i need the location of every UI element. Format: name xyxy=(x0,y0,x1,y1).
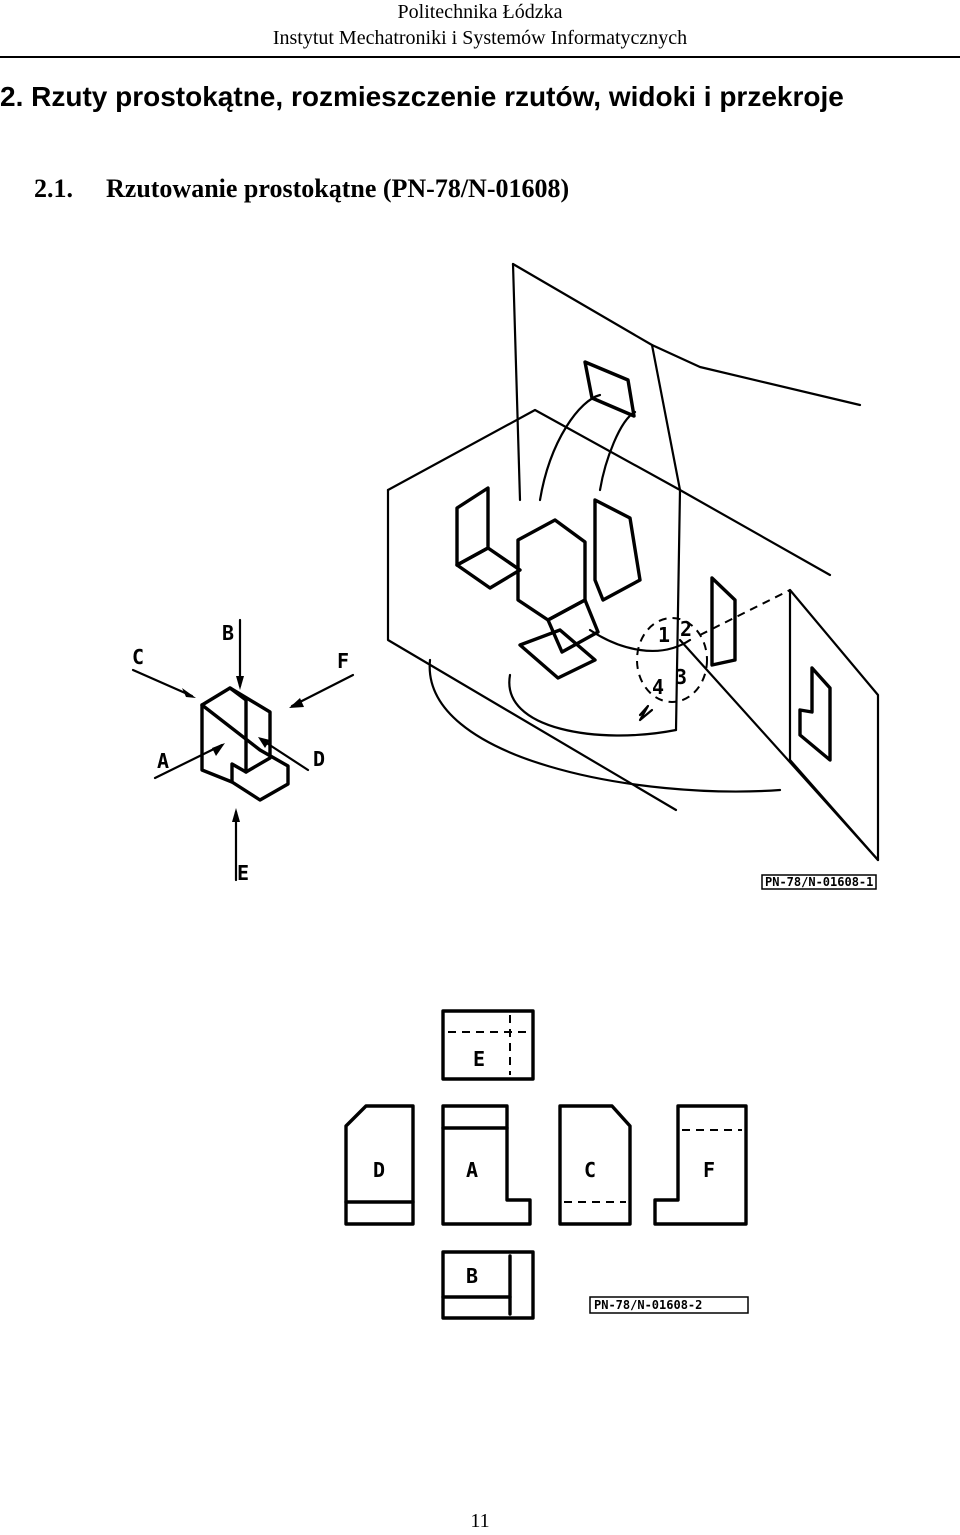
view-F xyxy=(653,1104,748,1226)
object-bottom-projection xyxy=(518,628,597,680)
break-mark xyxy=(638,704,654,722)
plane-edge-mid xyxy=(678,488,832,577)
view-B xyxy=(441,1250,535,1320)
projected-view-right xyxy=(710,576,737,667)
view-C xyxy=(558,1104,632,1226)
arrow-D xyxy=(260,738,310,772)
arrow-head-F xyxy=(289,698,304,708)
section-title: Rzutowanie prostokątne (PN-78/N-01608) xyxy=(106,174,570,203)
label-D: D xyxy=(313,747,325,771)
object-step xyxy=(546,598,600,654)
ground-arc xyxy=(428,658,782,793)
label-A: A xyxy=(157,749,169,773)
header-institute: Instytut Mechatroniki i Systemów Informa… xyxy=(272,27,688,49)
plane-edge-right xyxy=(650,343,862,407)
diagonal-edge xyxy=(678,638,880,862)
arrow-head-C xyxy=(182,688,196,698)
header-university: Politechnika Łódzka xyxy=(397,1,563,23)
projected-view-top xyxy=(583,360,636,418)
label-F: F xyxy=(337,649,349,673)
quadrant-4: 4 xyxy=(652,675,664,699)
arrow-head-B xyxy=(236,676,244,690)
quadrant-1: 1 xyxy=(658,623,670,647)
arrow-head-A xyxy=(212,743,225,756)
plane-edge xyxy=(511,262,522,502)
label-view-D: D xyxy=(373,1158,385,1182)
label-E: E xyxy=(237,861,249,885)
projected-view-back xyxy=(593,498,642,602)
chapter-title: 2. Rzuty prostokątne, rozmieszczenie rzu… xyxy=(0,81,844,112)
hidden-edge xyxy=(699,589,791,636)
reference-box-2 xyxy=(589,1296,749,1314)
label-view-B: B xyxy=(466,1264,478,1288)
vertical-plane-left-lower xyxy=(386,488,678,812)
rotation-arc-3 xyxy=(588,628,692,652)
reference-box-1 xyxy=(761,874,877,890)
section-heading: 2.1. Rzutowanie prostokątne (PN-78/N-0160… xyxy=(34,173,569,205)
arrow-head-D xyxy=(258,737,270,748)
inner-arc xyxy=(508,673,678,737)
iso-object-edge xyxy=(200,703,234,784)
quadrant-3: 3 xyxy=(675,665,687,689)
label-C: C xyxy=(132,645,144,669)
label-B: B xyxy=(222,621,234,645)
projected-view-far-right xyxy=(798,666,832,762)
arrow-C xyxy=(131,668,194,698)
vertical-plane-left xyxy=(386,408,682,732)
label-view-C: C xyxy=(584,1158,596,1182)
view-E xyxy=(441,1009,535,1081)
view-A xyxy=(441,1104,532,1226)
iso-object-inner xyxy=(228,686,248,774)
label-view-E: E xyxy=(473,1047,485,1071)
quadrant-2: 2 xyxy=(680,617,692,641)
page-number: 11 xyxy=(470,1510,490,1532)
reference-label-2: PN-78/N-01608-2 xyxy=(594,1298,702,1312)
view-D xyxy=(344,1104,415,1226)
section-number: 2.1. xyxy=(34,174,73,203)
label-view-A: A xyxy=(466,1158,478,1182)
iso-object-outline xyxy=(200,686,290,802)
arrow-A xyxy=(153,743,224,780)
arrow-F xyxy=(290,673,355,708)
quadrant-ellipse xyxy=(636,617,708,703)
projected-view-left-base xyxy=(455,546,522,590)
reference-label-1: PN-78/N-01608-1 xyxy=(765,875,873,889)
arrow-head-E xyxy=(232,808,240,822)
header-divider xyxy=(0,56,960,58)
label-view-F: F xyxy=(703,1158,715,1182)
